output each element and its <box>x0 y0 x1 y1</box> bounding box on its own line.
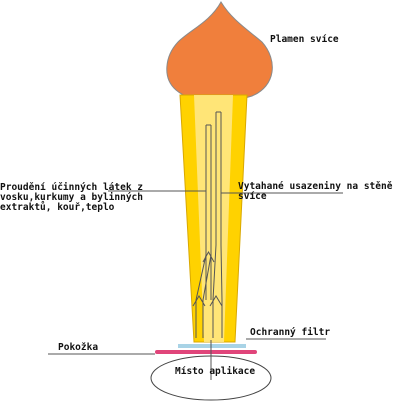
application-site-label: Místo aplikace <box>175 366 256 377</box>
flame-label: Plamen svíce <box>270 34 339 45</box>
filter-label: Ochranný filtr <box>250 327 331 338</box>
flow-label: Proudění účinných látek z vosku,kurkumy … <box>0 182 143 213</box>
candle-inner-glow <box>194 95 233 342</box>
skin-line <box>155 350 257 354</box>
leader-lines <box>48 190 343 355</box>
candle-flame <box>166 1 273 102</box>
flow-arrows <box>192 111 223 338</box>
protective-filter <box>178 344 246 348</box>
skin-label: Pokožka <box>58 342 99 353</box>
deposits-label: Vytahané usazeniny na stěně svíce <box>238 181 393 202</box>
